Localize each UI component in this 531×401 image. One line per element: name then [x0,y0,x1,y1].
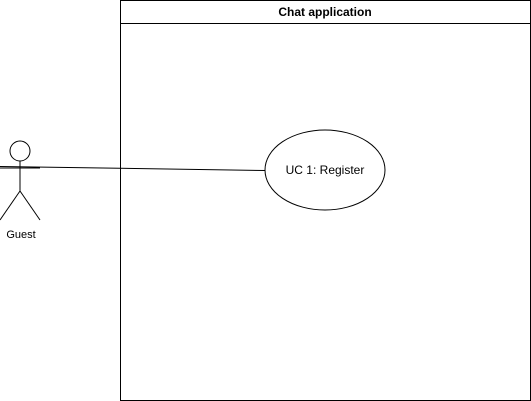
actor-guest[interactable]: Guest [0,140,41,241]
actor-right-leg [19,190,41,221]
actor-left-leg [0,190,21,221]
actor-label: Guest [6,229,35,241]
use-case-register[interactable]: UC 1: Register [264,129,386,211]
actor-head [9,140,31,162]
use-case-label: UC 1: Register [286,163,365,177]
system-title: Chat application [278,5,371,19]
association-guest-register[interactable] [0,166,266,171]
use-case-ellipse [264,129,386,211]
